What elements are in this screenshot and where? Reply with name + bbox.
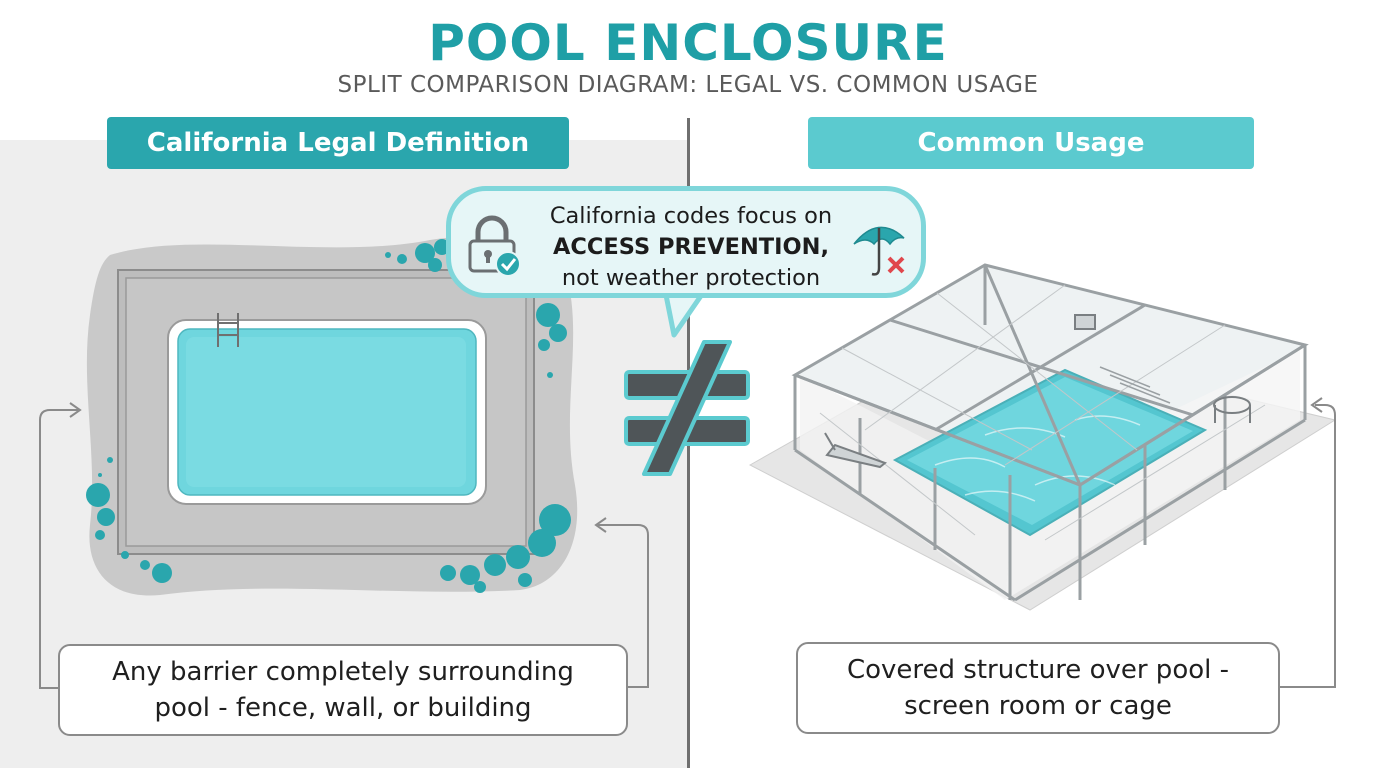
left-bracket-arrow bbox=[39, 402, 82, 689]
common-usage-caption: Covered structure over pool - screen roo… bbox=[796, 642, 1280, 734]
legal-definition-caption: Any barrier completely surrounding pool … bbox=[58, 644, 628, 736]
left-caption-arrow bbox=[594, 517, 649, 688]
page-title: POOL ENCLOSURE bbox=[428, 14, 948, 72]
lock-check-icon bbox=[468, 215, 521, 277]
common-usage-heading: Common Usage bbox=[808, 117, 1254, 169]
common-caption-line-2: screen room or cage bbox=[904, 691, 1172, 721]
access-prevention-callout: California codes focus on ACCESS PREVENT… bbox=[446, 186, 926, 298]
legal-caption-line-1: Any barrier completely surrounding bbox=[112, 657, 574, 687]
page-subtitle: SPLIT COMPARISON DIAGRAM: LEGAL VS. COMM… bbox=[337, 72, 1039, 98]
pool-top-view-illustration bbox=[86, 236, 578, 596]
callout-line-3: not weather protection bbox=[561, 265, 821, 291]
callout-text: California codes focus on ACCESS PREVENT… bbox=[521, 201, 861, 294]
right-bracket-arrow bbox=[1280, 397, 1336, 688]
not-equal-icon bbox=[624, 340, 750, 476]
umbrella-x-icon bbox=[853, 226, 908, 277]
screen-enclosure-illustration bbox=[748, 263, 1337, 611]
common-caption-line-1: Covered structure over pool - bbox=[846, 655, 1229, 685]
callout-line-1: California codes focus on bbox=[549, 203, 833, 229]
legal-definition-heading: California Legal Definition bbox=[107, 117, 569, 169]
callout-line-2: ACCESS PREVENTION, bbox=[552, 234, 830, 260]
legal-caption-line-2: pool - fence, wall, or building bbox=[154, 693, 532, 723]
